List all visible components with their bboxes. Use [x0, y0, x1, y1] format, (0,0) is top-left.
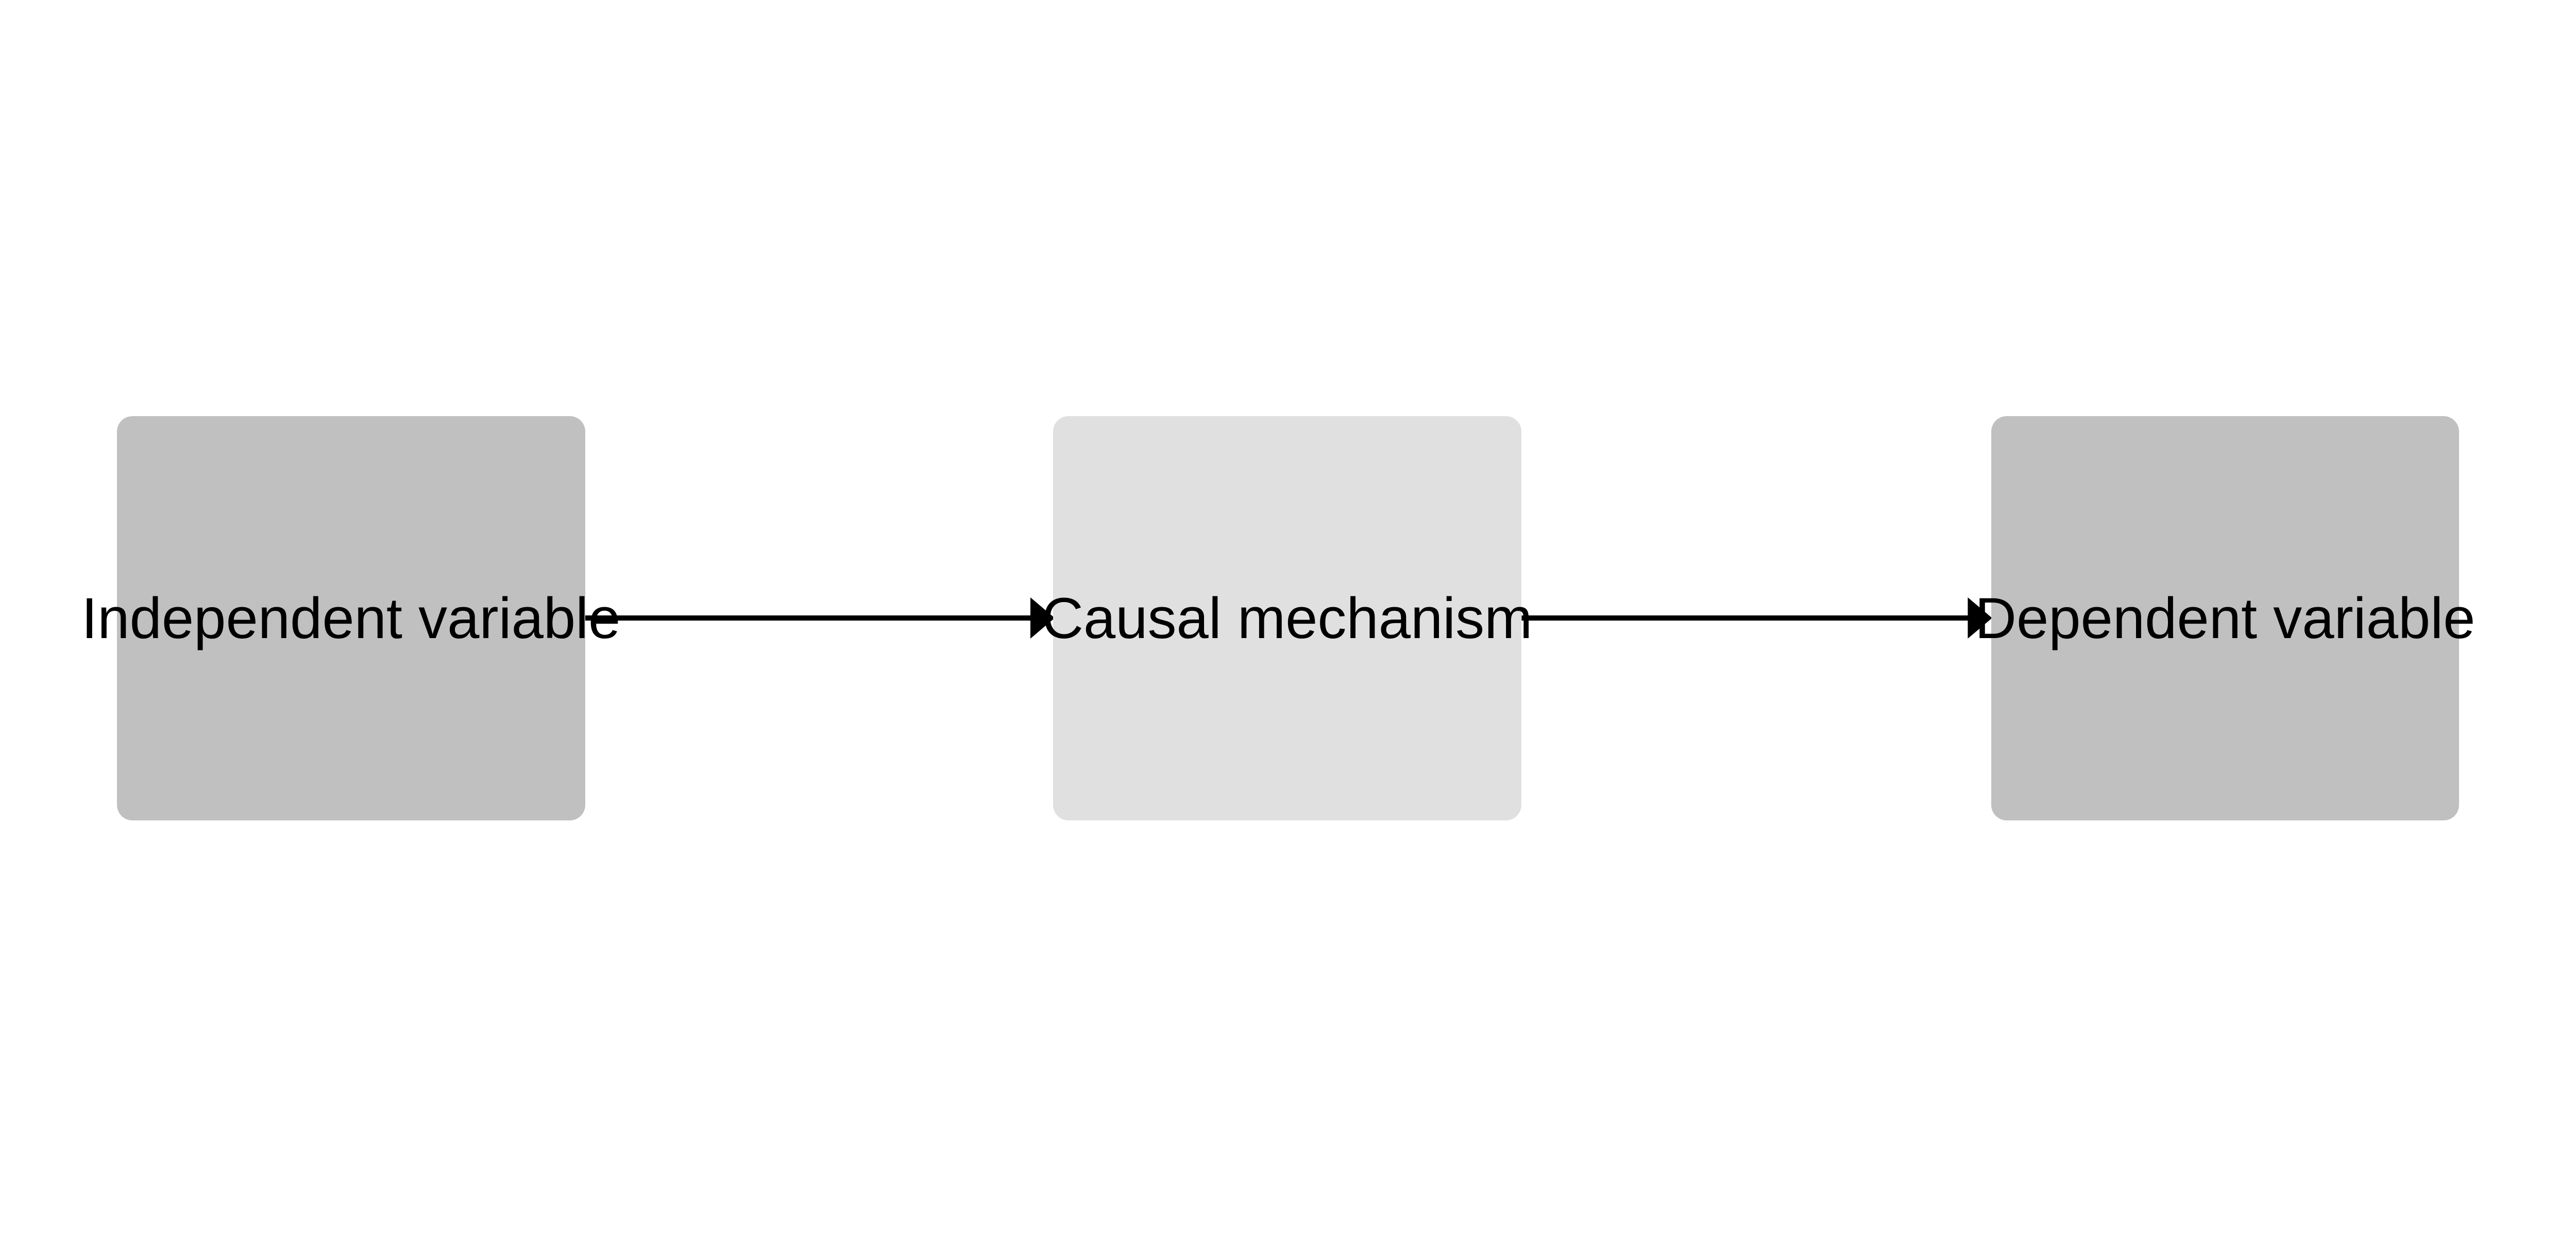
node-label: Independent variable — [81, 586, 621, 650]
edge-independent-to-mechanism — [585, 597, 1055, 639]
arrowhead-icon — [1030, 597, 1055, 639]
node-causal-mechanism: Causal mechanism — [1042, 416, 1532, 820]
node-label: Causal mechanism — [1042, 586, 1533, 650]
arrowhead-icon — [1968, 597, 1992, 639]
node-independent-variable: Independent variable — [81, 416, 620, 820]
node-label: Dependent variable — [1975, 586, 2476, 650]
node-dependent-variable: Dependent variable — [1975, 416, 2475, 820]
edge-mechanism-to-dependent — [1521, 597, 1992, 639]
